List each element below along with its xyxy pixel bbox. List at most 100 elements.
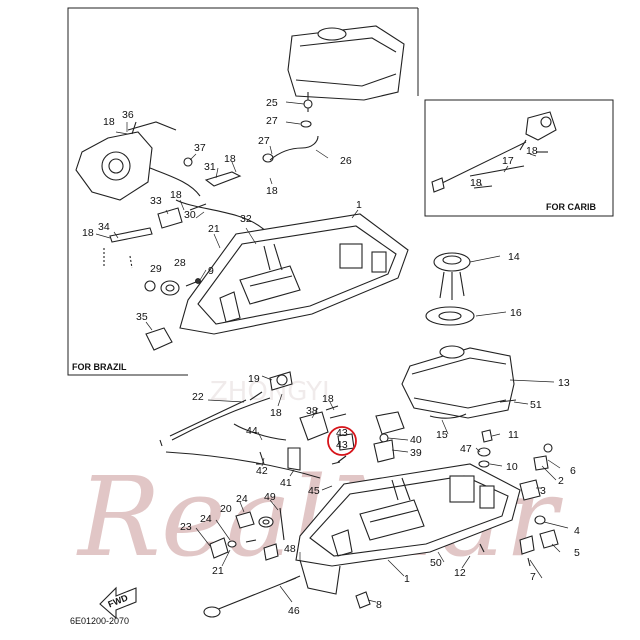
callout: 5 bbox=[574, 547, 580, 559]
fitting-4-5 bbox=[539, 529, 559, 549]
callout: 14 bbox=[508, 251, 520, 263]
callout: 49 bbox=[264, 491, 276, 503]
callout: 6 bbox=[570, 465, 576, 477]
drain-screw-8 bbox=[355, 591, 371, 609]
callout: 18 bbox=[224, 153, 236, 165]
callout: 32 bbox=[240, 213, 252, 225]
brazil-inset-frame bbox=[67, 7, 418, 376]
fuel-filter-38-40 bbox=[375, 411, 405, 435]
fuel-filter-39 bbox=[373, 439, 395, 463]
diagram-code: 6E01200-2070 bbox=[70, 616, 129, 626]
callout: 11 bbox=[508, 429, 519, 441]
callout: 3 bbox=[540, 485, 546, 497]
fuel-cap-brazil bbox=[317, 27, 347, 41]
callout: 2 bbox=[558, 475, 564, 487]
callout: 8 bbox=[376, 599, 382, 611]
fitting-3 bbox=[533, 455, 549, 471]
callout: 43 bbox=[336, 427, 348, 439]
callout: 7 bbox=[530, 571, 536, 583]
callout: 18 bbox=[526, 145, 538, 157]
callout: 46 bbox=[288, 605, 300, 617]
callout: 18 bbox=[266, 185, 278, 197]
callout: 28 bbox=[174, 257, 186, 269]
box-part-brazil bbox=[339, 243, 363, 269]
callout: 25 bbox=[266, 97, 278, 109]
fitting-23 bbox=[209, 537, 229, 559]
fuel-hose-46 bbox=[205, 577, 297, 615]
callout: 36 bbox=[122, 109, 134, 121]
callout: 42 bbox=[256, 465, 268, 477]
callout: 50 bbox=[430, 557, 442, 569]
washer-6 bbox=[543, 443, 553, 453]
callout: 4 bbox=[574, 525, 580, 537]
callout: 16 bbox=[510, 307, 522, 319]
callout: 26 bbox=[340, 155, 352, 167]
fitting-20 bbox=[235, 511, 255, 529]
callout: 21 bbox=[212, 565, 224, 577]
callout-labels: 36 18 37 31 18 27 25 27 26 18 33 18 34 1… bbox=[82, 97, 580, 617]
callout: 31 bbox=[204, 161, 216, 173]
callout: 51 bbox=[530, 399, 542, 411]
callout: 9 bbox=[208, 265, 214, 277]
callout: 1 bbox=[404, 573, 410, 585]
callout: 17 bbox=[502, 155, 514, 167]
callout: 19 bbox=[248, 373, 260, 385]
watermark-sub: ZHONGYI bbox=[210, 377, 330, 407]
fuel-hose-22 bbox=[169, 399, 247, 437]
callout: 21 bbox=[208, 223, 220, 235]
carib-inset-frame bbox=[424, 99, 614, 217]
callout: 18 bbox=[103, 116, 115, 128]
callout: 39 bbox=[410, 447, 422, 459]
callout: 27 bbox=[258, 135, 270, 147]
callout: 13 bbox=[558, 377, 570, 389]
callout: 33 bbox=[150, 195, 162, 207]
caption-for-brazil: FOR BRAZIL bbox=[72, 362, 127, 372]
callout: 20 bbox=[220, 503, 232, 515]
callout: 30 bbox=[184, 209, 196, 221]
callout: 37 bbox=[194, 142, 206, 154]
intake-manifold bbox=[75, 131, 153, 201]
callout: 24 bbox=[200, 513, 212, 525]
box-part-main bbox=[449, 475, 475, 503]
callout: 18 bbox=[470, 177, 482, 189]
callout: 10 bbox=[506, 461, 518, 473]
callout: 23 bbox=[180, 521, 192, 533]
caption-for-carib: FOR CARIB bbox=[546, 202, 596, 212]
fuel-tank-brazil bbox=[287, 25, 405, 101]
callout: 29 bbox=[150, 263, 162, 275]
fwd-arrow-icon bbox=[99, 586, 137, 620]
callout: 48 bbox=[284, 543, 296, 555]
callout: 40 bbox=[410, 434, 422, 446]
bolt-11 bbox=[481, 429, 493, 443]
bush-28 bbox=[160, 280, 180, 296]
highlight-circle-43 bbox=[327, 426, 357, 456]
check-valve-33 bbox=[157, 207, 183, 229]
callout: 12 bbox=[454, 567, 466, 579]
callout: 45 bbox=[308, 485, 320, 497]
callout: 15 bbox=[436, 429, 448, 441]
callout: 22 bbox=[192, 391, 204, 403]
fuel-tank-13 bbox=[401, 347, 515, 419]
callout: 44 bbox=[246, 425, 258, 437]
carib-assembly bbox=[431, 111, 557, 193]
pipe-34 bbox=[109, 227, 153, 243]
grommet-35 bbox=[145, 327, 173, 351]
main-assembly bbox=[99, 252, 569, 620]
callout: 35 bbox=[136, 311, 148, 323]
callout: 18 bbox=[82, 227, 94, 239]
callout: 18 bbox=[270, 407, 282, 419]
callout: 34 bbox=[98, 221, 110, 233]
washer-29 bbox=[144, 280, 156, 292]
brazil-assembly bbox=[75, 25, 409, 351]
callout: 43 bbox=[336, 439, 348, 451]
callout: 18 bbox=[322, 393, 334, 405]
callout: 41 bbox=[280, 477, 292, 489]
callout: 38 bbox=[306, 405, 318, 417]
callout: 18 bbox=[170, 189, 182, 201]
callout: 27 bbox=[266, 115, 278, 127]
callout: 1 bbox=[356, 199, 362, 211]
fuel-joint-carib bbox=[525, 111, 557, 141]
callout: 24 bbox=[236, 493, 248, 505]
gasket-16 bbox=[425, 306, 475, 326]
